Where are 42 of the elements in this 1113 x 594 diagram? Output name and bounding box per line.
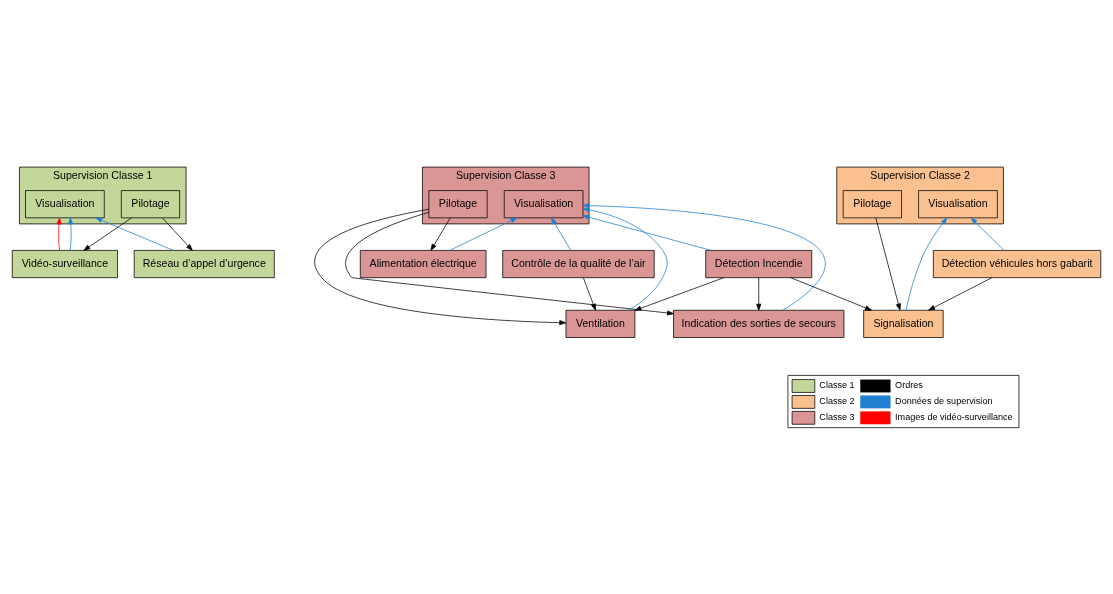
- legend-label: Images de vidéo-surveillance: [895, 412, 1013, 423]
- node-box: Alimentation électrique: [359, 250, 487, 279]
- arrow: [68, 217, 74, 251]
- node-box: Détection véhicules hors gabarit: [932, 250, 1102, 279]
- node-box: Pilotage: [428, 190, 488, 219]
- node-box: Visualisation: [503, 190, 584, 219]
- node-box: Indication des sorties de secours: [673, 309, 845, 338]
- arrow: [449, 217, 518, 251]
- node-box: Signalisation: [863, 309, 944, 338]
- node-box: Vidéo-surveillance: [11, 250, 118, 279]
- node-box: Visualisation: [918, 190, 998, 219]
- arrow: [551, 217, 572, 251]
- arrow: [83, 217, 132, 251]
- arrow: [314, 208, 567, 326]
- arrow: [970, 217, 1005, 251]
- arrow: [95, 217, 174, 251]
- arrow: [928, 277, 993, 311]
- legend-label: Classe 1: [819, 380, 855, 391]
- node-box: Contrôle de la qualité de l’air: [502, 250, 655, 279]
- arrow: [905, 217, 948, 311]
- node-box: Visualisation: [25, 190, 105, 219]
- node-box: Réseau d’appel d’urgence: [133, 250, 275, 279]
- arrow: [430, 217, 451, 251]
- arrow: [582, 207, 668, 311]
- arrow: [162, 217, 193, 251]
- arrow: [756, 277, 762, 311]
- arrow: [56, 217, 62, 251]
- node-box: Pilotage: [120, 190, 181, 219]
- arrow: [634, 277, 724, 311]
- legend-label: Classe 3: [819, 412, 855, 423]
- arrow: [582, 277, 596, 311]
- legend-label: Ordres: [895, 380, 923, 391]
- arrow: [345, 212, 674, 316]
- arrow: [582, 203, 826, 311]
- node-box: Pilotage: [842, 190, 902, 219]
- arrow: [875, 217, 901, 311]
- arrow: [582, 214, 712, 251]
- node-box: Détection Incendie: [705, 250, 813, 279]
- legend-label: Données de supervision: [895, 396, 993, 407]
- legend-label: Classe 2: [819, 396, 855, 407]
- node-box: Ventilation: [565, 309, 636, 338]
- arrow: [790, 277, 872, 311]
